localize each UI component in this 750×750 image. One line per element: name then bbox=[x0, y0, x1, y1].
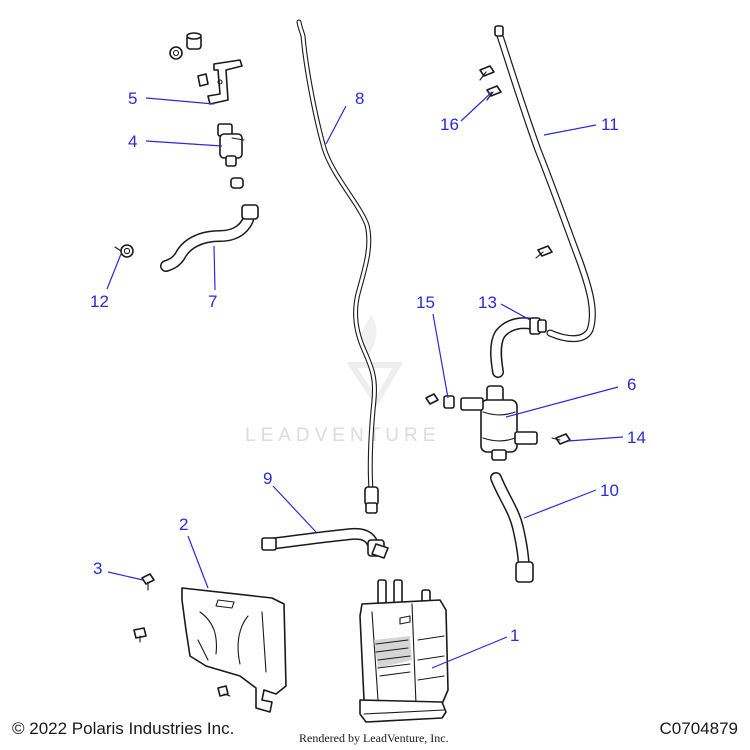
callouts: 5 4 8 11 16 7 12 13 15 6 14 10 9 2 3 1 bbox=[90, 89, 646, 645]
callout-15: 15 bbox=[416, 293, 435, 312]
vent-line-8 bbox=[296, 19, 379, 514]
callout-11: 11 bbox=[601, 115, 619, 134]
callout-8: 8 bbox=[355, 89, 364, 108]
hose-10 bbox=[490, 472, 534, 583]
clip-15 bbox=[425, 393, 455, 409]
clamp-12 bbox=[114, 244, 134, 258]
callout-16: 16 bbox=[440, 115, 459, 134]
fitting-top bbox=[169, 32, 202, 60]
valve-4 bbox=[217, 123, 245, 189]
bracket-5 bbox=[197, 59, 243, 105]
push-rivets-16 bbox=[479, 65, 553, 259]
callout-3: 3 bbox=[93, 559, 102, 578]
vent-line-11 bbox=[494, 25, 596, 343]
push-rivets-3 bbox=[133, 573, 231, 697]
callout-13: 13 bbox=[478, 293, 497, 312]
callout-5: 5 bbox=[128, 89, 137, 108]
callout-14: 14 bbox=[627, 428, 646, 447]
copyright-text: © 2022 Polaris Industries Inc. bbox=[12, 719, 235, 738]
rendered-by-text: Rendered by LeadVenture, Inc. bbox=[299, 731, 449, 745]
callout-7: 7 bbox=[208, 292, 217, 311]
callout-1: 1 bbox=[510, 626, 519, 645]
watermark: LEADVENTURE bbox=[245, 315, 440, 446]
leader-lines bbox=[106, 91, 624, 669]
callout-4: 4 bbox=[128, 132, 137, 151]
callout-9: 9 bbox=[263, 469, 272, 488]
callout-2: 2 bbox=[179, 515, 188, 534]
drawing-code: C0704879 bbox=[659, 719, 738, 738]
callout-6: 6 bbox=[627, 375, 636, 394]
vent-line-9 bbox=[261, 527, 389, 559]
bracket-2 bbox=[181, 587, 287, 713]
callout-10: 10 bbox=[600, 481, 619, 500]
push-rivet-14 bbox=[551, 433, 571, 445]
watermark-text: LEADVENTURE bbox=[245, 425, 440, 446]
callout-12: 12 bbox=[90, 292, 109, 311]
filter-6 bbox=[460, 385, 538, 461]
hose-13-segment bbox=[490, 317, 547, 378]
hose-7 bbox=[160, 204, 259, 272]
canister-1 bbox=[359, 579, 449, 723]
